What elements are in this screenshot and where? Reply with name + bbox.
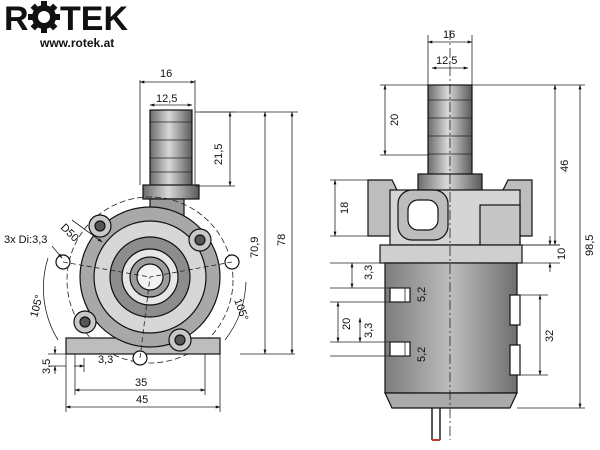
dim-side-slot-c: 3,3 <box>363 323 375 338</box>
dim-side-outlet-height: 18 <box>339 202 351 214</box>
front-housing <box>55 196 240 366</box>
dim-front-angle-left: 105° <box>28 294 45 319</box>
dim-front-outer-barb: 16 <box>160 68 172 80</box>
dim-side-total-height: 98,5 <box>584 235 596 256</box>
side-dimensions: 16 12,5 20 46 98,5 18 <box>330 29 596 409</box>
dim-side-slot-d: 5,2 <box>416 347 428 362</box>
dim-side-barb-length: 20 <box>389 114 401 126</box>
front-view: 16 12,5 21,5 70,9 78 D50 3x Di:3,3 <box>4 68 298 412</box>
dim-front-diameter: D50 <box>58 222 81 245</box>
dim-side-inner-barb: 12,5 <box>436 55 457 67</box>
dim-front-total-width: 45 <box>136 394 148 406</box>
dim-side-slot-spacing: 20 <box>341 318 353 330</box>
gear-icon <box>28 1 60 33</box>
brand-name-prefix: R <box>4 0 29 38</box>
dim-side-outer-barb: 16 <box>443 29 455 41</box>
side-head <box>389 189 521 246</box>
side-view: 16 12,5 20 46 98,5 18 <box>330 29 596 441</box>
dim-front-angle-right: 105° <box>231 297 250 322</box>
dim-front-holes: 3x Di:3,3 <box>4 234 47 246</box>
dim-front-inner-barb: 12,5 <box>156 93 177 105</box>
dim-side-flange: 10 <box>556 248 568 260</box>
dim-front-base-offset: 3,3 <box>98 354 113 366</box>
dim-front-hole-spacing: 35 <box>135 377 147 389</box>
side-barb <box>417 84 483 193</box>
brand-url: www.rotek.at <box>39 36 114 50</box>
dim-side-slot-b: 5,2 <box>416 287 428 302</box>
dim-side-body-height: 32 <box>544 330 556 342</box>
brand-logo: R TEK www.rotek.at <box>4 0 128 50</box>
dim-front-barb-length: 21,5 <box>213 144 225 165</box>
dim-front-center-height: 70,9 <box>249 237 261 258</box>
brand-name-suffix: TEK <box>60 0 128 38</box>
dim-side-slot-a: 3,3 <box>363 265 375 280</box>
dim-front-base-height: 3,5 <box>41 359 53 374</box>
side-body <box>379 244 523 441</box>
dim-front-total-height: 78 <box>276 234 288 246</box>
dim-side-upper-height: 46 <box>559 160 571 172</box>
